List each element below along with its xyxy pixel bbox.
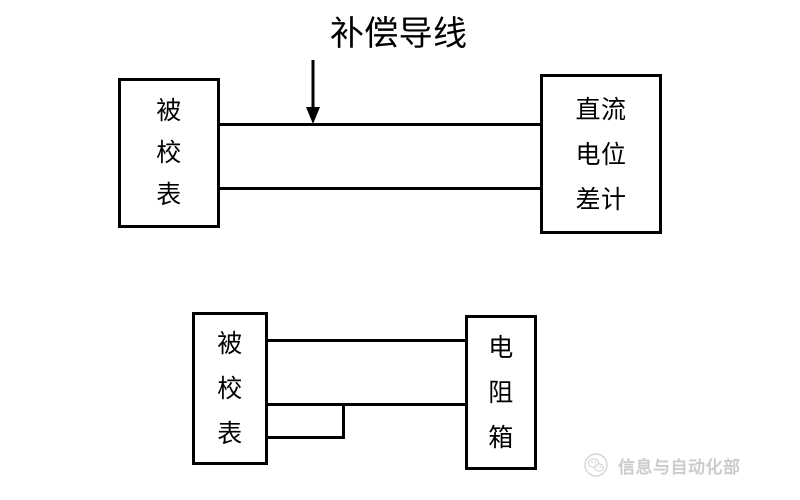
wire-top-upper xyxy=(218,123,542,126)
wire-bottom-vertical-jumper xyxy=(342,403,345,439)
block-label-line: 直流 xyxy=(575,94,627,124)
wire-bottom-upper xyxy=(266,339,467,342)
block-label-line: 箱 xyxy=(488,423,514,452)
block-label-line: 被 xyxy=(217,329,243,358)
wire-bottom-middle xyxy=(266,403,467,406)
block-label-line: 阻 xyxy=(488,378,514,407)
block-label-line: 校 xyxy=(156,138,182,167)
block-label-line: 电 xyxy=(488,333,514,362)
wire-top-lower xyxy=(218,187,542,190)
watermark-text: 信息与自动化部 xyxy=(618,457,741,478)
wire-bottom-short-link xyxy=(266,436,345,439)
watermark: 信息与自动化部 xyxy=(583,452,741,478)
block-label-line: 表 xyxy=(156,180,182,209)
block-label-line: 差计 xyxy=(575,184,627,214)
compensation-wire-label: 补偿导线 xyxy=(330,14,468,54)
block-dc-potentiometer: 直流 电位 差计 xyxy=(540,74,662,234)
block-resistance-box: 电 阻 箱 xyxy=(465,315,537,470)
wechat-logo-icon xyxy=(584,453,608,477)
block-label-line: 电位 xyxy=(575,139,627,169)
block-label-line: 被 xyxy=(156,96,182,125)
block-label-line: 表 xyxy=(217,419,243,448)
down-arrow-icon xyxy=(306,60,320,124)
block-calibrated-meter-bottom: 被 校 表 xyxy=(192,312,268,465)
block-calibrated-meter-top: 被 校 表 xyxy=(118,78,220,228)
block-label-line: 校 xyxy=(217,374,243,403)
